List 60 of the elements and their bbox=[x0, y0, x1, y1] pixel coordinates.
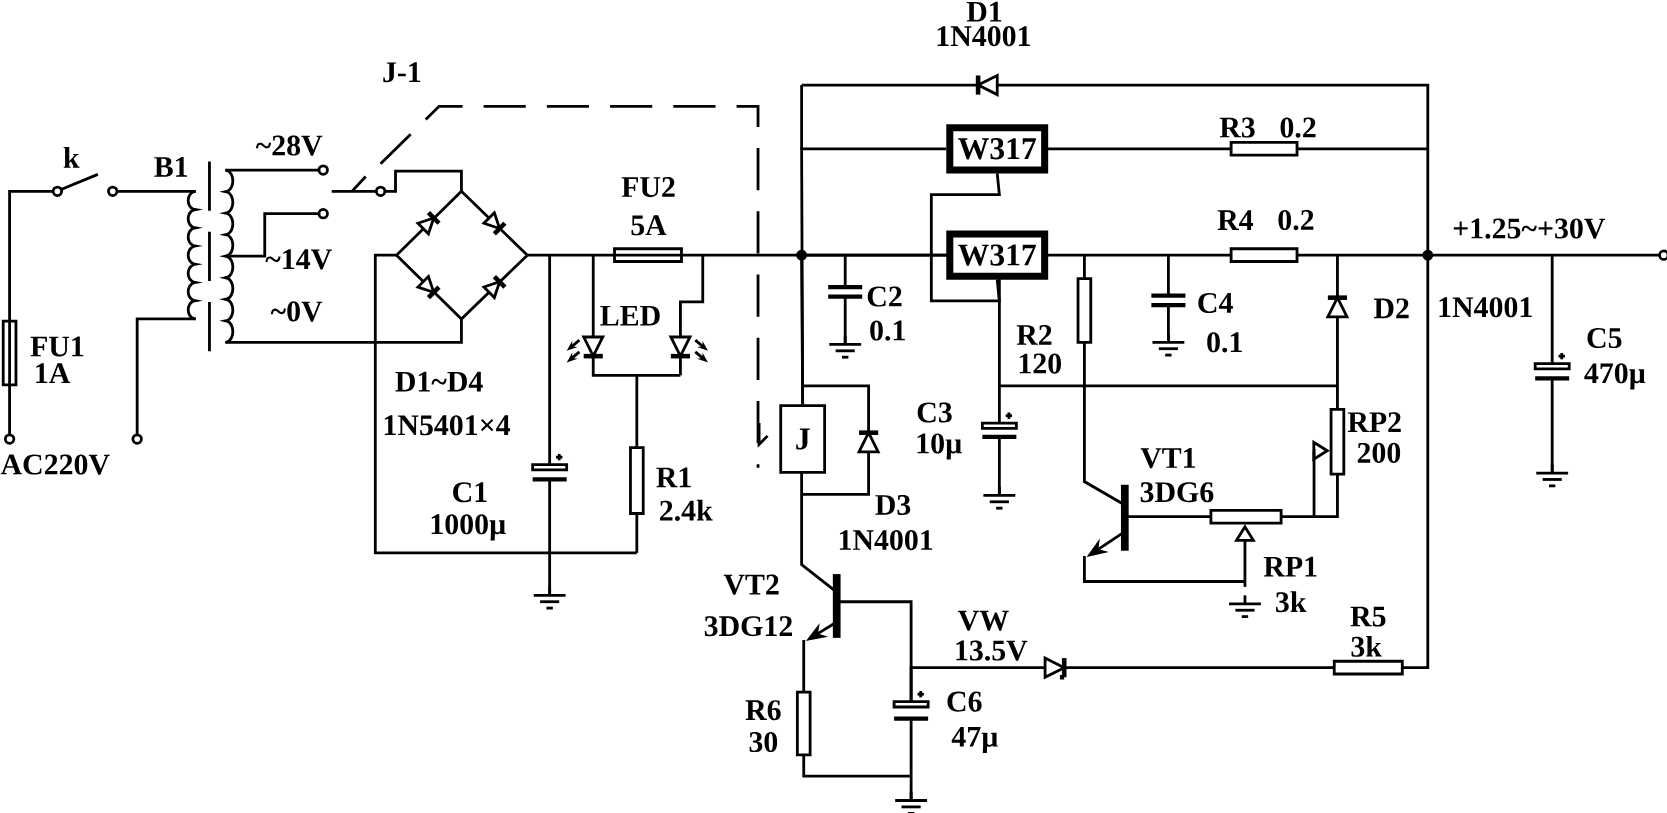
component-label: ~28V bbox=[255, 135, 323, 156]
component-label: C1 bbox=[453, 482, 487, 503]
component-label: C2 bbox=[867, 286, 902, 307]
component-label: R6 bbox=[745, 700, 781, 721]
component-label: 3k bbox=[1351, 635, 1382, 657]
component-label: 2.4k bbox=[660, 499, 713, 521]
component-label: R5 bbox=[1350, 606, 1386, 627]
component-label: +1.25~+30V bbox=[1453, 218, 1606, 239]
component-label: 0.1 bbox=[1207, 332, 1242, 353]
component-label: 1N5401×4 bbox=[384, 415, 511, 436]
component-label: R2 bbox=[1016, 324, 1052, 345]
component-label: ~0V bbox=[270, 301, 323, 322]
wire bbox=[929, 173, 1001, 303]
component-label: VW bbox=[958, 610, 1009, 631]
component-label: C6 bbox=[947, 691, 982, 712]
component-label: LED bbox=[600, 305, 660, 326]
component-label: D3 bbox=[875, 494, 911, 515]
component-label: 0.2 bbox=[1280, 117, 1316, 138]
component-label: D1~D4 bbox=[395, 371, 483, 392]
component-label: FU2 bbox=[621, 176, 675, 197]
component-label: 200 bbox=[1357, 442, 1401, 463]
component-label: J-1 bbox=[383, 62, 421, 83]
component-label: 1A bbox=[36, 363, 71, 383]
component-label: 10µ bbox=[917, 433, 962, 460]
component-label: RP2 bbox=[1347, 412, 1401, 432]
component-label: 3k bbox=[1276, 591, 1307, 613]
component-label: ~14V bbox=[265, 249, 332, 270]
component-label: 1000µ bbox=[431, 514, 506, 541]
component-label: 47µ bbox=[951, 726, 998, 753]
component-label: VT2 bbox=[723, 574, 779, 595]
regulator-box: W317 bbox=[946, 124, 1049, 174]
component-label: C5 bbox=[1587, 327, 1622, 348]
component-label: 5A bbox=[631, 215, 667, 236]
component-label: FU1 bbox=[30, 336, 84, 357]
component-label: 470µ bbox=[1584, 363, 1646, 390]
component-label: 1N4001 bbox=[839, 529, 933, 550]
component-label: 3DG12 bbox=[704, 616, 792, 637]
component-label: B1 bbox=[154, 156, 188, 177]
relay-coil-box: J bbox=[779, 404, 827, 474]
wire bbox=[800, 253, 947, 405]
component-label: 120 bbox=[1019, 353, 1061, 374]
component-label: 30 bbox=[749, 731, 778, 752]
component-label: AC220V bbox=[0, 454, 110, 475]
component-label: R4 bbox=[1217, 210, 1254, 230]
component-label: 0.1 bbox=[870, 320, 905, 341]
component-label: 1N4001 bbox=[1439, 297, 1532, 318]
component-label: 3DG6 bbox=[1140, 482, 1214, 503]
component-label: D1 bbox=[966, 1, 1002, 22]
component-label: k bbox=[63, 146, 80, 168]
component-label: 0.2 bbox=[1278, 209, 1314, 231]
component-label: R1 bbox=[656, 467, 691, 488]
component-label: VT1 bbox=[1140, 447, 1196, 469]
component-label: 13.5V bbox=[956, 640, 1028, 661]
component-label: 1N4001 bbox=[937, 25, 1030, 47]
component-label: C4 bbox=[1198, 292, 1233, 313]
component-label: D2 bbox=[1373, 298, 1409, 319]
regulator-box: W317 bbox=[946, 230, 1049, 280]
component-label: C3 bbox=[917, 402, 952, 423]
component-label: RP1 bbox=[1263, 556, 1317, 577]
component-label: R3 bbox=[1219, 117, 1255, 138]
